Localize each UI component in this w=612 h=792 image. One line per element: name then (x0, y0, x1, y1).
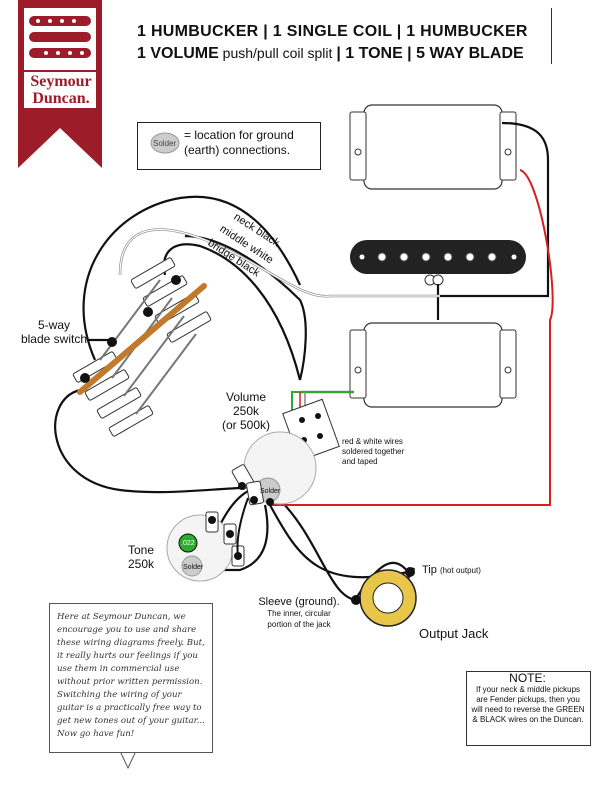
disclaimer-box (49, 603, 213, 753)
tone-pot (166, 511, 245, 582)
disclaimer-text: Here at Seymour Duncan, we encourage you… (57, 612, 205, 739)
sleeve-label: Sleeve (ground). The inner, circular por… (256, 597, 342, 630)
tip-label: Tip (hot output) (422, 564, 481, 576)
output-jack (351, 567, 417, 627)
tip-label-sub: (hot output) (439, 566, 481, 575)
header-divider (551, 8, 552, 64)
red-wire (270, 169, 554, 506)
volume-label: Volume 250k (or 500k) (216, 390, 276, 432)
volume-label-line3: (or 500k) (221, 418, 271, 432)
logo-name-line1: Seymour (30, 73, 92, 90)
note-body: If your neck & middle pickups are Fender… (471, 685, 585, 724)
switch-blade (77, 283, 207, 395)
tone-label: Tone 250k (122, 543, 160, 571)
solder-legend-box (137, 122, 321, 170)
sleeve-label-line3: portion of the jack (267, 620, 331, 629)
sleeve-label-line2: The inner, circular (267, 609, 331, 618)
rw-line1: red & white wires (342, 437, 403, 446)
header-line1: 1 HUMBUCKER | 1 SINGLE COIL | 1 HUMBUCKE… (137, 23, 528, 40)
volume-label-line2: 250k (232, 404, 260, 418)
cap-value: .022 (181, 540, 195, 547)
volume-pot (231, 431, 317, 506)
logo-banner (18, 0, 102, 168)
output-jack-label: Output Jack (419, 626, 489, 641)
tone-label-line2: 250k (127, 557, 155, 571)
volume-label-line1: Volume (225, 390, 267, 404)
disclaimer-pointer (119, 750, 137, 770)
rw-line3: and taped (342, 457, 378, 466)
rw-line2: soldered together (342, 447, 405, 456)
tip-label-main: Tip (422, 564, 437, 576)
neck-humbucker (349, 104, 517, 190)
bridge-humbucker (349, 322, 517, 408)
switch-label: 5-way blade switch (18, 318, 90, 346)
legend-text: = location for ground (earth) connection… (184, 128, 294, 157)
solder-blob-legend (150, 132, 180, 154)
note-title: NOTE: (509, 671, 546, 685)
middle-single-coil (350, 240, 526, 286)
sleeve-label-line1: Sleeve (ground). (258, 596, 340, 608)
switch-label-line1: 5-way (37, 318, 70, 332)
logo-name-line2: Duncan. (32, 90, 90, 107)
header-line2: 1 VOLUME push/pull coil split | 1 TONE |… (137, 45, 524, 63)
header-pushpull: push/pull coil split (218, 45, 337, 61)
volume-solder-mark: Solder (260, 488, 281, 495)
tone-label-line1: Tone (127, 543, 155, 557)
blade-switch (72, 257, 212, 437)
tone-solder-mark: Solder (183, 564, 204, 571)
header-tone-blade: | 1 TONE | 5 WAY BLADE (336, 45, 524, 62)
header-volume: 1 VOLUME (137, 45, 219, 62)
legend-solder-word: Solder (153, 139, 177, 148)
note-box (466, 671, 591, 746)
red-white-note: red & white wires soldered together and … (342, 437, 404, 467)
switch-label-line2: blade switch (20, 332, 88, 346)
